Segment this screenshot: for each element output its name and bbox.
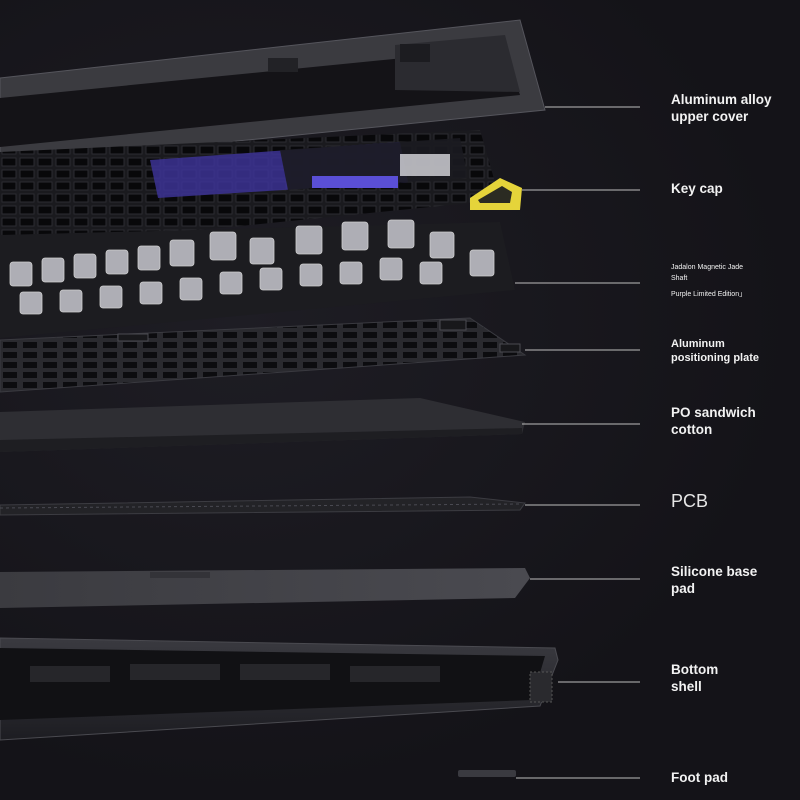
label-bottom-shell-line1: Bottom (671, 662, 719, 677)
label-shaft-line1: Jadalon Magnetic Jade (671, 264, 743, 271)
sandwich-cotton-part (0, 398, 640, 452)
label-bottom-shell-line2: shell (671, 679, 702, 694)
label-foot-pad: Foot pad (671, 769, 728, 786)
label-upper-cover-line1: Aluminum alloy (671, 92, 772, 107)
pcb-part (0, 496, 640, 516)
label-pcb: PCB (671, 491, 709, 511)
label-sandwich-cotton-line2: cotton (671, 422, 713, 437)
foot-pad-part (458, 770, 640, 779)
label-upper-cover: Aluminum alloy upper cover (671, 91, 772, 125)
bottom-shell-part (0, 637, 640, 741)
key-cap-part (0, 130, 640, 250)
label-base-pad: Silicone base pad (671, 563, 757, 597)
label-key-cap-line1: Key cap (671, 181, 723, 196)
label-positioning-plate: Aluminum positioning plate (671, 337, 759, 365)
label-base-pad-line1: Silicone base (671, 564, 758, 579)
label-shaft-line2: Shaft (671, 275, 688, 282)
label-pcb-line1: PCB (671, 491, 709, 511)
label-foot-pad-line1: Foot pad (671, 770, 728, 785)
base-pad-part (0, 568, 640, 608)
label-sandwich-cotton-line1: PO sandwich (671, 405, 756, 420)
label-key-cap: Key cap (671, 180, 723, 197)
label-base-pad-line2: pad (671, 581, 696, 596)
label-sandwich-cotton: PO sandwich cotton (671, 404, 756, 438)
label-shaft: Jadalon Magnetic Jade Shaft Purple Limit… (671, 262, 746, 300)
shaft-switches-part (0, 219, 640, 338)
label-positioning-plate-line1: Aluminum (671, 338, 725, 350)
positioning-plate-part (0, 317, 640, 393)
label-upper-cover-line2: upper cover (671, 109, 749, 124)
label-shaft-line3: Purple Limited Edition」 (671, 291, 747, 298)
label-bottom-shell: Bottom shell (671, 661, 718, 695)
upper-cover-part (0, 19, 640, 166)
label-positioning-plate-line2: positioning plate (671, 352, 759, 364)
